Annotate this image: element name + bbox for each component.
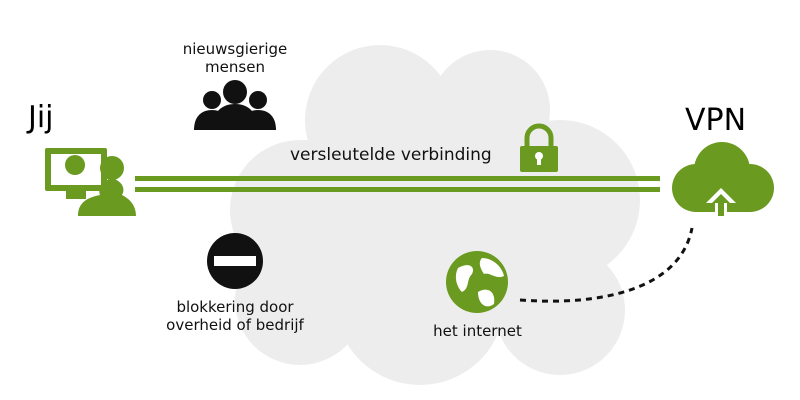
encrypted-connection-lines [135,176,660,192]
encrypted-connection-label: versleutelde verbinding [290,145,492,165]
lock-icon [520,123,558,172]
curious-line1: nieuwsgierige [182,40,288,58]
curious-people-icon [194,80,276,130]
curious-line2: mensen [205,58,265,76]
block-line1: blokkering door [176,298,294,316]
user-computer-icon [45,148,136,216]
internet-label: het internet [433,322,522,340]
block-icon [207,233,263,289]
block-line2: overheid of bedrijf [166,316,304,334]
curious-people-label: nieuwsgierige mensen [160,40,310,76]
vpn-label: VPN [685,103,747,138]
globe-icon [446,251,508,313]
vpn-cloud-icon [672,142,774,222]
block-label: blokkering door overheid of bedrijf [150,298,320,334]
you-label: Jij [28,100,54,135]
dashed-connection-line [519,227,694,303]
